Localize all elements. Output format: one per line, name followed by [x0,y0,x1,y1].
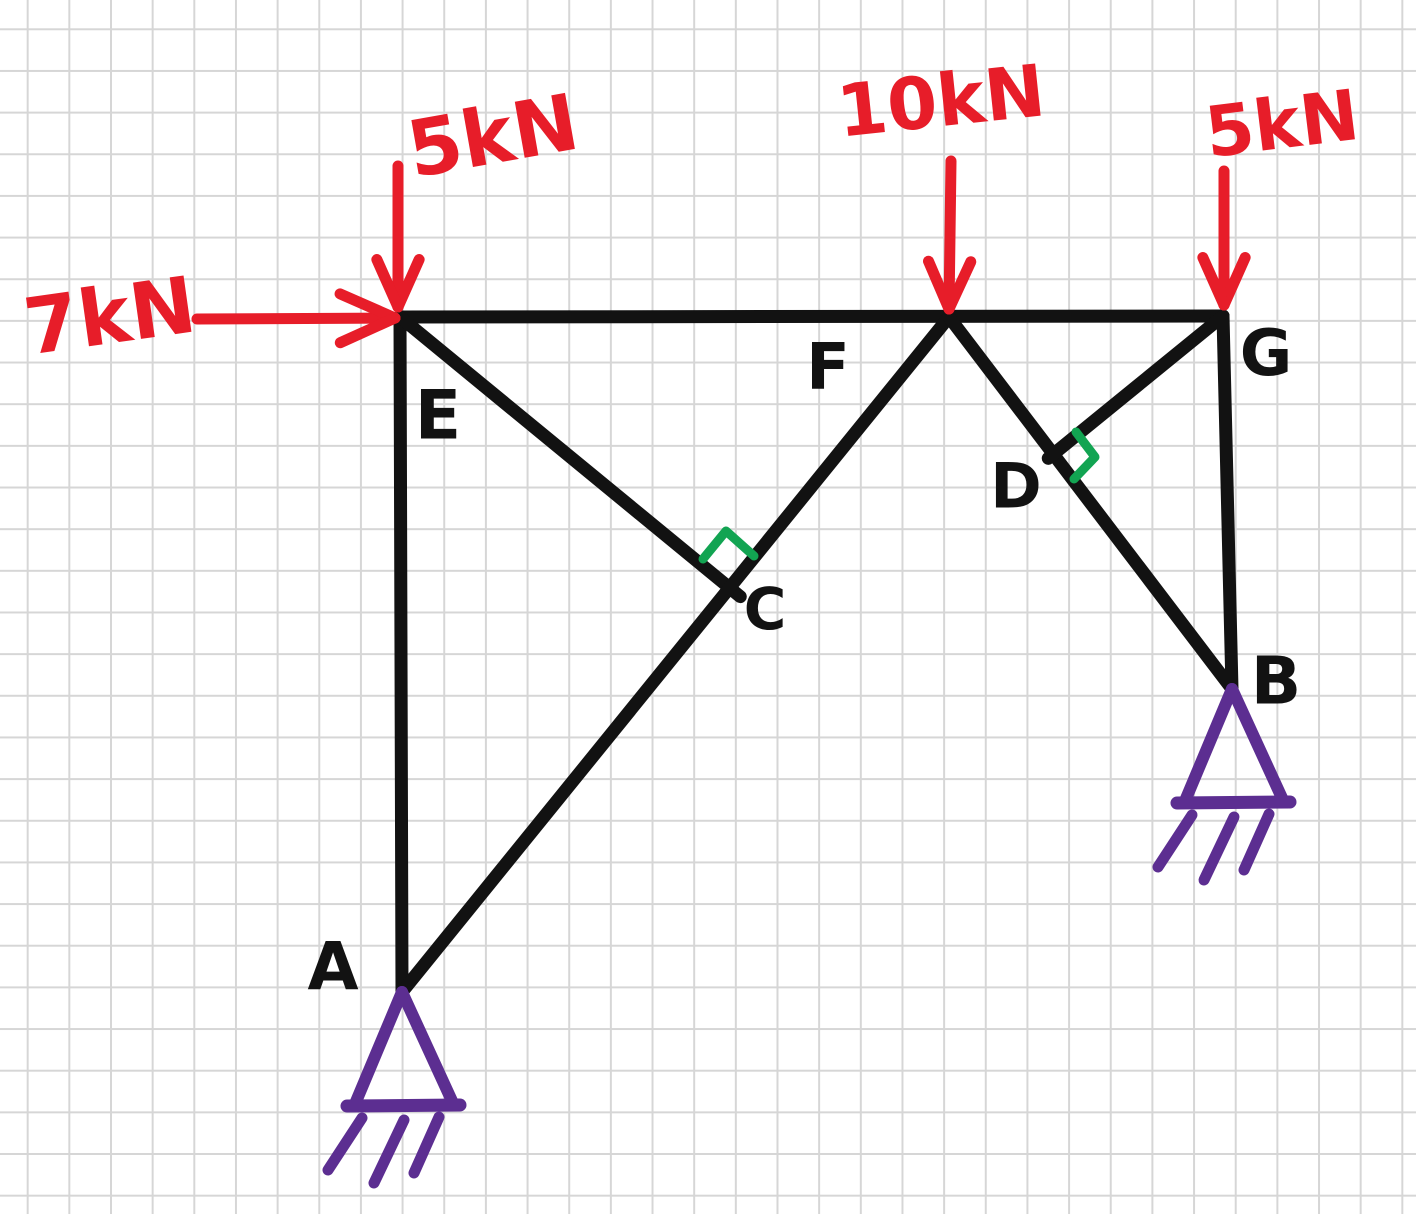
member-E-G [393,309,1230,324]
load-label-G: 5kN [1201,74,1364,174]
node-label-G: G [1240,317,1293,391]
pin-support-B-hatch-2 [1198,811,1240,886]
load-7kN-at-E-barb-2 [334,312,401,349]
pin-support-A-base [340,1098,467,1113]
load-5kN-at-E-barb-1 [392,253,425,313]
pin-support-A-hatch-3 [408,1111,445,1179]
member-G-B [1216,309,1239,696]
pin-support-A-right-leg [396,986,458,1107]
pin-support-B-left-leg [1179,683,1238,807]
pin-support-A-left-leg [349,986,408,1110]
load-7kN-at-E-shaft [191,312,401,325]
pin-support-B-base [1170,795,1297,810]
load-10kN-at-F-barb-1 [943,256,977,315]
right-angle-marker-D [1069,427,1100,484]
load-5kN-at-G-barb-2 [1197,251,1230,311]
load-label-F: 10kN [833,48,1049,153]
load-5kN-at-G-barb-1 [1218,251,1251,311]
load-7kN-at-E-barb-1 [334,288,401,324]
node-label-D: D [990,450,1041,523]
pin-support-A-hatch-1 [322,1112,368,1176]
right-angle-marker-C [698,526,759,564]
member-E-A [393,310,409,999]
load-10kN-at-F-barb-2 [922,255,955,315]
load-10kN-at-F-shaft [943,155,957,315]
load-label-E: 5kN [401,78,585,196]
node-label-C: C [744,575,787,643]
node-label-B: B [1251,643,1301,720]
node-label-E: E [415,377,461,456]
member-E-C [393,310,747,604]
pin-support-B-hatch-1 [1152,809,1198,873]
node-label-F: F [806,331,850,405]
pin-support-B-right-leg [1226,683,1288,804]
node-label-A: A [307,929,358,1006]
load-label-E: 7kN [19,261,201,374]
member-F-B [942,310,1239,696]
pin-support-B-hatch-3 [1238,808,1275,876]
member-A-F [395,310,956,999]
pin-support-A-hatch-2 [368,1114,410,1189]
load-5kN-at-E-barb-2 [371,253,404,313]
